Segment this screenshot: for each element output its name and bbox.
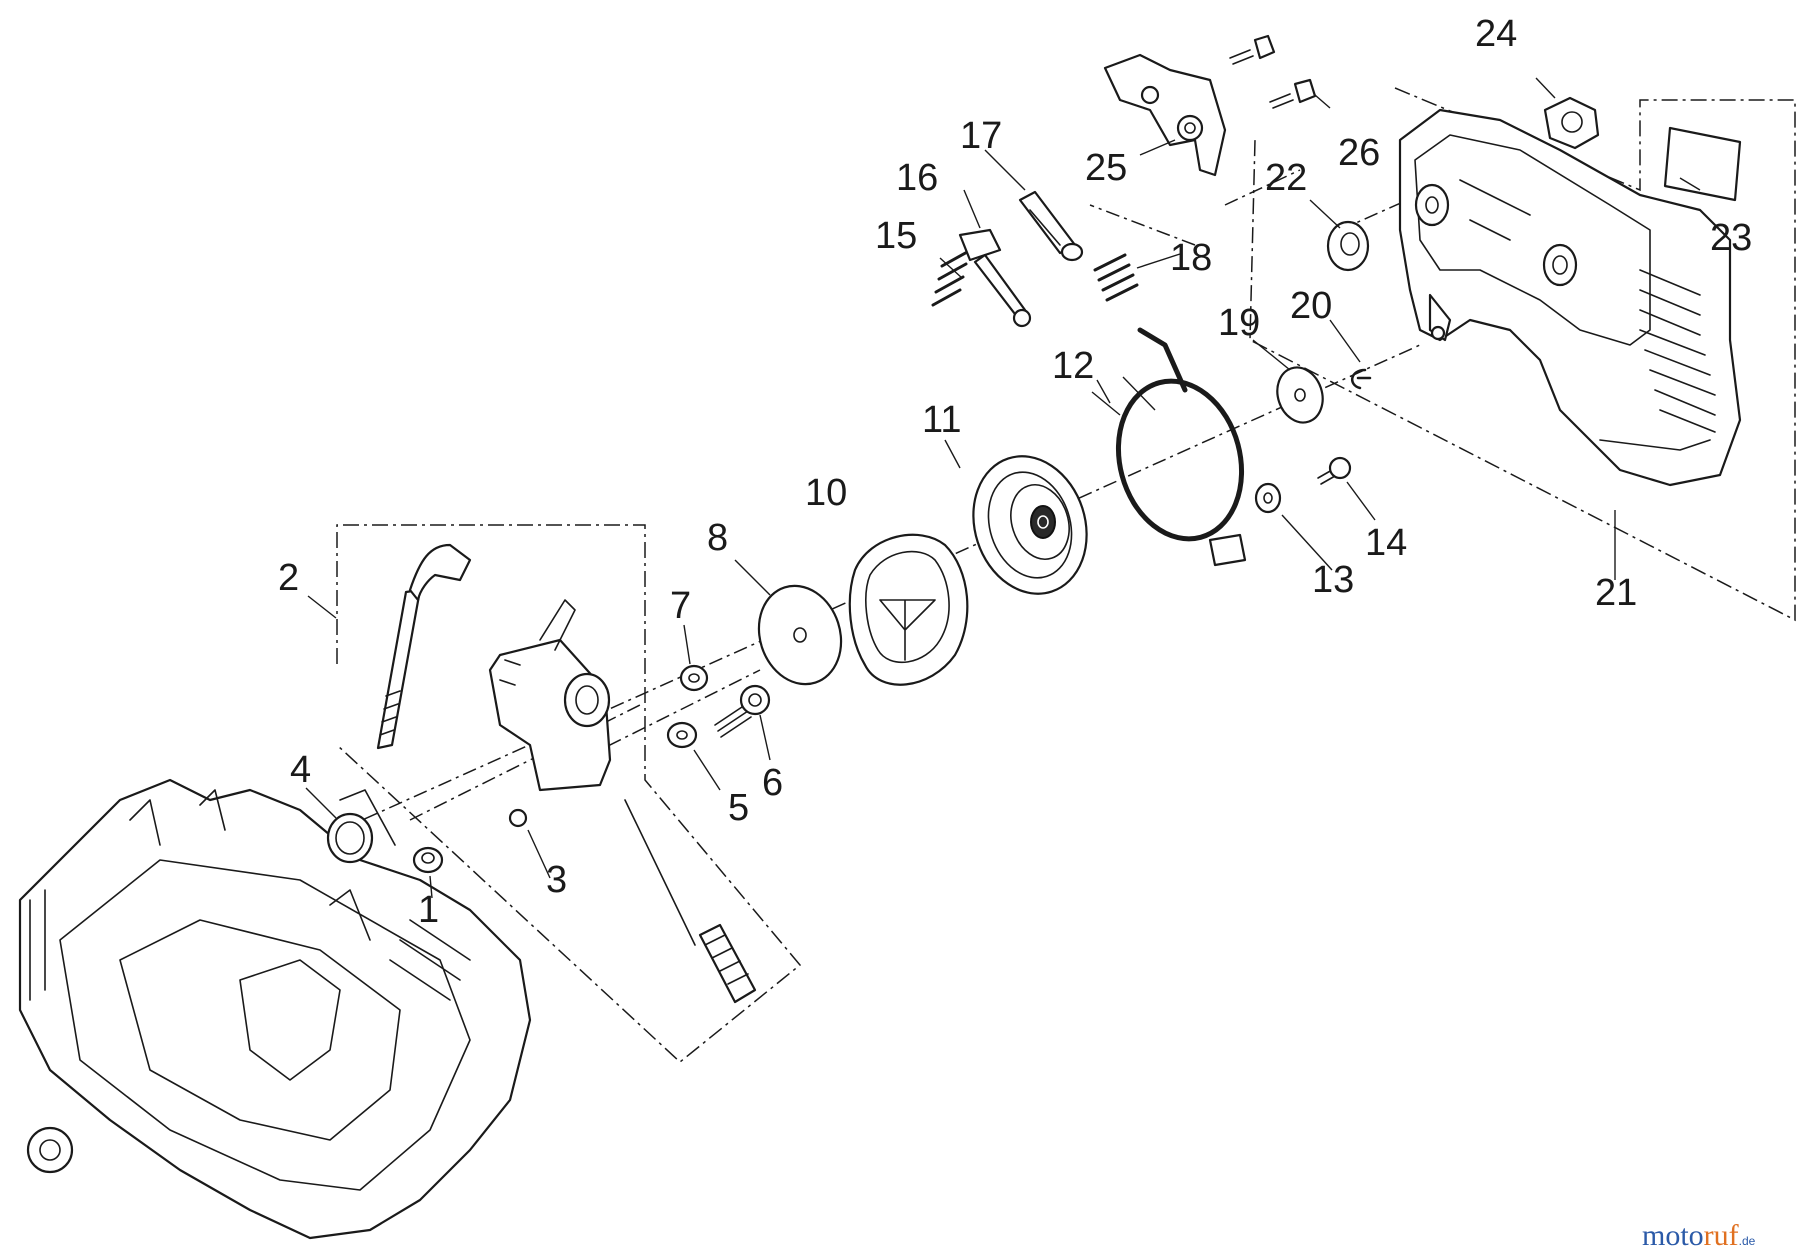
part-25-bracket: [1103, 53, 1227, 177]
watermark-part-a: moto: [1642, 1219, 1704, 1252]
label-15: 15: [875, 215, 917, 257]
part-17-pin: [1018, 190, 1084, 262]
part-13-washer: [1254, 482, 1282, 514]
label-19: 19: [1218, 302, 1260, 344]
part-19-washer: [1276, 366, 1324, 424]
svg-text:motoruf.de: motoruf.de: [1642, 1219, 1756, 1252]
label-24: 24: [1475, 13, 1517, 55]
part-11-drum: [972, 455, 1088, 595]
label-10: 10: [805, 472, 847, 514]
label-4: 4: [290, 749, 311, 791]
part-14-screw: [1317, 456, 1352, 485]
part-10-clutch: [848, 533, 969, 686]
label-23: 23: [1710, 217, 1752, 259]
part-2-oil-pump-assembly: [376, 543, 757, 1004]
part-5-washer: [666, 721, 698, 749]
part-7-washer: [679, 664, 709, 692]
part-6-screw: [714, 684, 771, 738]
label-12: 12: [1052, 345, 1094, 387]
watermark-part-b: ruf: [1704, 1219, 1739, 1252]
group-bracket-2: [336, 524, 802, 1063]
part-4-spring: [326, 789, 396, 864]
part-16-lever: [958, 228, 1032, 328]
label-26: 26: [1338, 132, 1380, 174]
group-bracket-21: [1249, 87, 1796, 622]
leader-lines: [305, 77, 1701, 899]
label-2: 2: [278, 557, 299, 599]
part-3-ball: [508, 808, 528, 828]
part-12-brake-band: [1115, 327, 1247, 567]
label-11: 11: [922, 399, 961, 441]
label-8: 8: [707, 517, 728, 559]
part-22-bushing: [1326, 220, 1370, 272]
label-16: 16: [896, 157, 938, 199]
label-7: 7: [670, 585, 691, 627]
label-25: 25: [1085, 147, 1127, 189]
part-26-screws: [1229, 34, 1317, 109]
label-21: 21: [1595, 572, 1637, 614]
part-18-spring: [1093, 253, 1139, 302]
label-17: 17: [960, 115, 1002, 157]
label-20: 20: [1290, 285, 1332, 327]
part-15-spring: [931, 249, 971, 307]
part-21-side-cover: [1398, 108, 1742, 487]
part-number-labels: 1 2 3 4 5 6 7 8 10 11 12 13 14 15 16 17 …: [278, 13, 1752, 931]
label-22: 22: [1265, 157, 1307, 199]
part-8-disc: [757, 584, 843, 686]
crankcase-housing: [18, 778, 532, 1240]
watermark-logo: motoruf.de: [1642, 1219, 1756, 1252]
watermark-part-c: .de: [1739, 1234, 1756, 1248]
part-1-nut: [412, 846, 444, 874]
label-18: 18: [1170, 237, 1212, 279]
part-24-nut: [1543, 96, 1600, 150]
label-13: 13: [1312, 559, 1354, 601]
label-5: 5: [728, 787, 749, 829]
part-23-label-plate: [1663, 126, 1742, 202]
part-20-circlip: [1351, 368, 1372, 390]
label-6: 6: [762, 762, 783, 804]
label-3: 3: [546, 859, 567, 901]
label-14: 14: [1365, 522, 1407, 564]
label-1: 1: [418, 889, 439, 931]
